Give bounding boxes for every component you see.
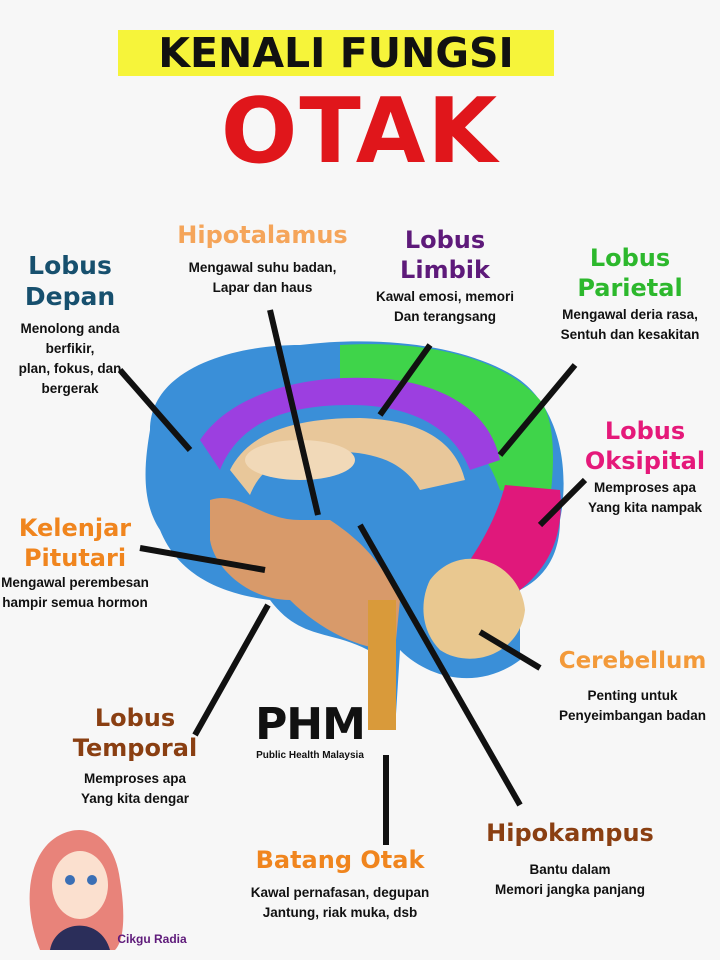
pointer-line-cerebellum (478, 629, 542, 671)
credit-text: Cikgu Radia (117, 932, 187, 946)
label-desc: plan, fokus, dan bergerak (18, 361, 122, 397)
label-desc: Menolong anda berfikir, (20, 320, 120, 356)
pointer-line-limbik (377, 343, 433, 417)
brain-image (145, 341, 564, 730)
label-desc: Yang kita dengar (80, 791, 190, 807)
pointer-line-hipokampus (357, 523, 523, 807)
title-otak: OTAK (220, 79, 500, 184)
label-desc: Yang kita nampak (587, 500, 703, 516)
label-title: Oksipital (584, 447, 706, 475)
phm-logo: PHM Public Health Malaysia (250, 699, 370, 762)
label-kelenjar-pituitari: Kelenjar Pitutari Mengawal perembesan ha… (0, 513, 150, 614)
pointer-line-oksipital (537, 477, 588, 528)
label-desc: Memproses apa (593, 480, 697, 495)
label-title: Depan (24, 282, 116, 312)
pointer-line-depan (117, 368, 193, 452)
label-title: Temporal (72, 734, 198, 762)
label-desc: Bantu dalam (529, 862, 611, 877)
label-desc: Memproses apa (83, 771, 187, 786)
title-banner-line1: KENALI FUNGSI (118, 30, 554, 76)
label-desc: Penting untuk (587, 687, 678, 703)
label-desc: Lapar dan haus (212, 280, 313, 296)
label-desc: Jantung, riak muka, dsb (262, 905, 418, 921)
pointer-line-hipotalamus (267, 309, 321, 516)
label-lobus-temporal: Lobus Temporal Memproses apa Yang kita d… (60, 703, 210, 810)
label-title: Parietal (577, 274, 683, 302)
label-title: Hipotalamus (177, 221, 348, 249)
label-desc: Kawal pernafasan, degupan (250, 885, 430, 900)
label-title: Lobus (604, 417, 686, 445)
label-lobus-oksipital: Lobus Oksipital Memproses apa Yang kita … (570, 416, 720, 519)
logo-text: PHM (255, 699, 366, 750)
label-desc: Dan terangsang (393, 309, 497, 325)
label-desc: Memori jangka panjang (494, 882, 646, 898)
label-batang-otak: Batang Otak Kawal pernafasan, degupan Ja… (230, 845, 450, 924)
label-desc: Penyeimbangan badan (558, 708, 707, 723)
logo-subtitle: Public Health Malaysia (256, 750, 364, 761)
label-desc: Sentuh dan kesakitan (560, 327, 700, 343)
label-lobus-depan: Lobus Depan Menolong anda berfikir, plan… (0, 250, 140, 400)
label-hipotalamus: Hipotalamus Mengawal suhu badan, Lapar d… (160, 220, 365, 299)
label-desc: Mengawal perembesan (1, 575, 149, 590)
label-desc: Mengawal suhu badan, (188, 260, 337, 275)
label-title: Hipokampus (486, 819, 654, 847)
label-desc: Kawal emosi, memori (375, 289, 515, 304)
label-title: Lobus (589, 244, 671, 272)
cartoon-teacher-avatar (29, 830, 124, 950)
pointer-line-parietal (497, 363, 578, 457)
label-desc: hampir semua hormon (2, 595, 148, 611)
label-hipokampus: Hipokampus Bantu dalam Memori jangka pan… (470, 818, 670, 901)
label-title: Limbik (400, 256, 490, 284)
label-title: Cerebellum (558, 648, 707, 674)
label-title: Pitutari (23, 544, 127, 572)
label-title: Lobus (28, 251, 112, 280)
label-lobus-parietal: Lobus Parietal Mengawal deria rasa, Sent… (545, 243, 715, 346)
label-title: Batang Otak (255, 846, 425, 874)
label-title: Lobus (404, 226, 486, 254)
pointer-line-temporal (192, 603, 271, 737)
pointer-line-pituitari (139, 545, 266, 573)
label-title: Lobus (94, 704, 176, 732)
label-lobus-limbik: Lobus Limbik Kawal emosi, memori Dan ter… (370, 225, 520, 328)
label-desc: Mengawal deria rasa, (562, 307, 698, 322)
label-title: Kelenjar (18, 514, 132, 542)
label-cerebellum: Cerebellum Penting untuk Penyeimbangan b… (545, 647, 720, 726)
